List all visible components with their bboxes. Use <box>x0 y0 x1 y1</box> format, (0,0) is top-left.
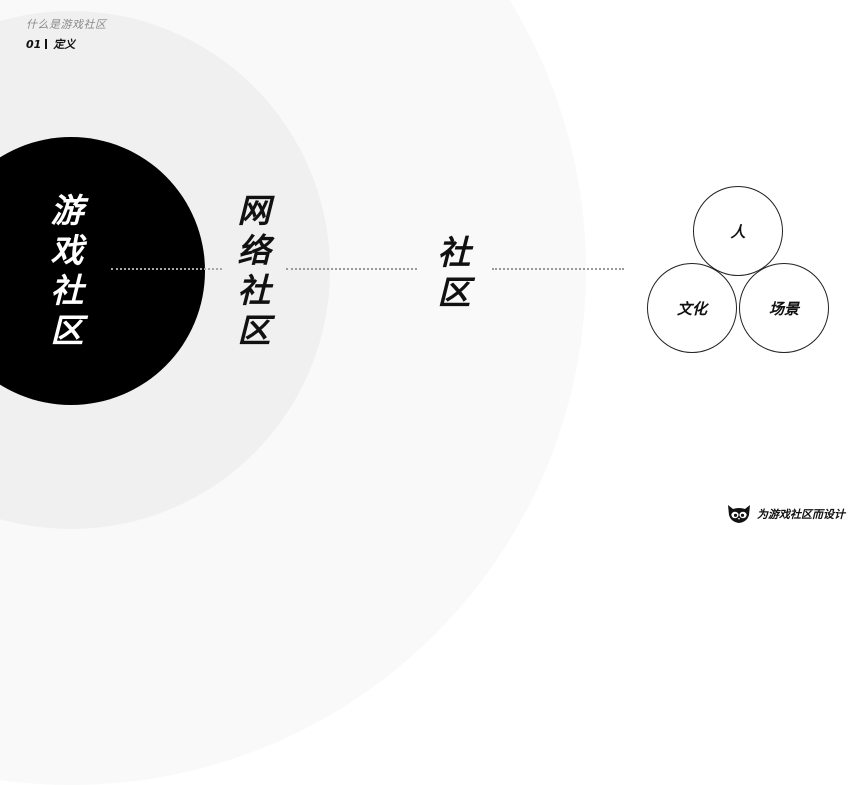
dotted-connector-3 <box>492 268 624 270</box>
char: 区 <box>50 311 84 350</box>
section-number: 01 <box>26 38 42 51</box>
element-circle-culture: 文化 <box>647 263 737 353</box>
label-game-community: 游 戏 社 区 <box>47 191 87 351</box>
section-heading: 01 定义 <box>26 36 75 52</box>
page-subtitle: 什么是游戏社区 <box>26 18 107 31</box>
footer-tagline: 为游戏社区而设计 <box>757 508 845 521</box>
char: 戏 <box>50 231 84 270</box>
section-title: 定义 <box>53 38 76 51</box>
element-label: 场景 <box>768 299 799 318</box>
footer-brand: 为游戏社区而设计 <box>727 504 845 524</box>
element-label: 人 <box>730 222 746 241</box>
char: 络 <box>237 231 271 270</box>
char: 社 <box>437 233 471 272</box>
char: 社 <box>50 271 84 310</box>
element-circle-person: 人 <box>693 186 783 276</box>
divider-bar <box>45 39 48 49</box>
dotted-connector-2 <box>286 268 417 270</box>
char: 区 <box>237 311 271 350</box>
game-community-circle <box>0 137 205 405</box>
element-circle-scene: 场景 <box>739 263 829 353</box>
char: 网 <box>237 191 271 230</box>
element-label: 文化 <box>676 299 707 318</box>
dotted-connector-1 <box>111 268 222 270</box>
label-online-community: 网 络 社 区 <box>234 191 274 351</box>
owl-icon <box>728 505 750 523</box>
char: 游 <box>50 191 84 230</box>
char: 社 <box>237 271 271 310</box>
label-community: 社 区 <box>434 233 474 313</box>
char: 区 <box>437 273 471 312</box>
